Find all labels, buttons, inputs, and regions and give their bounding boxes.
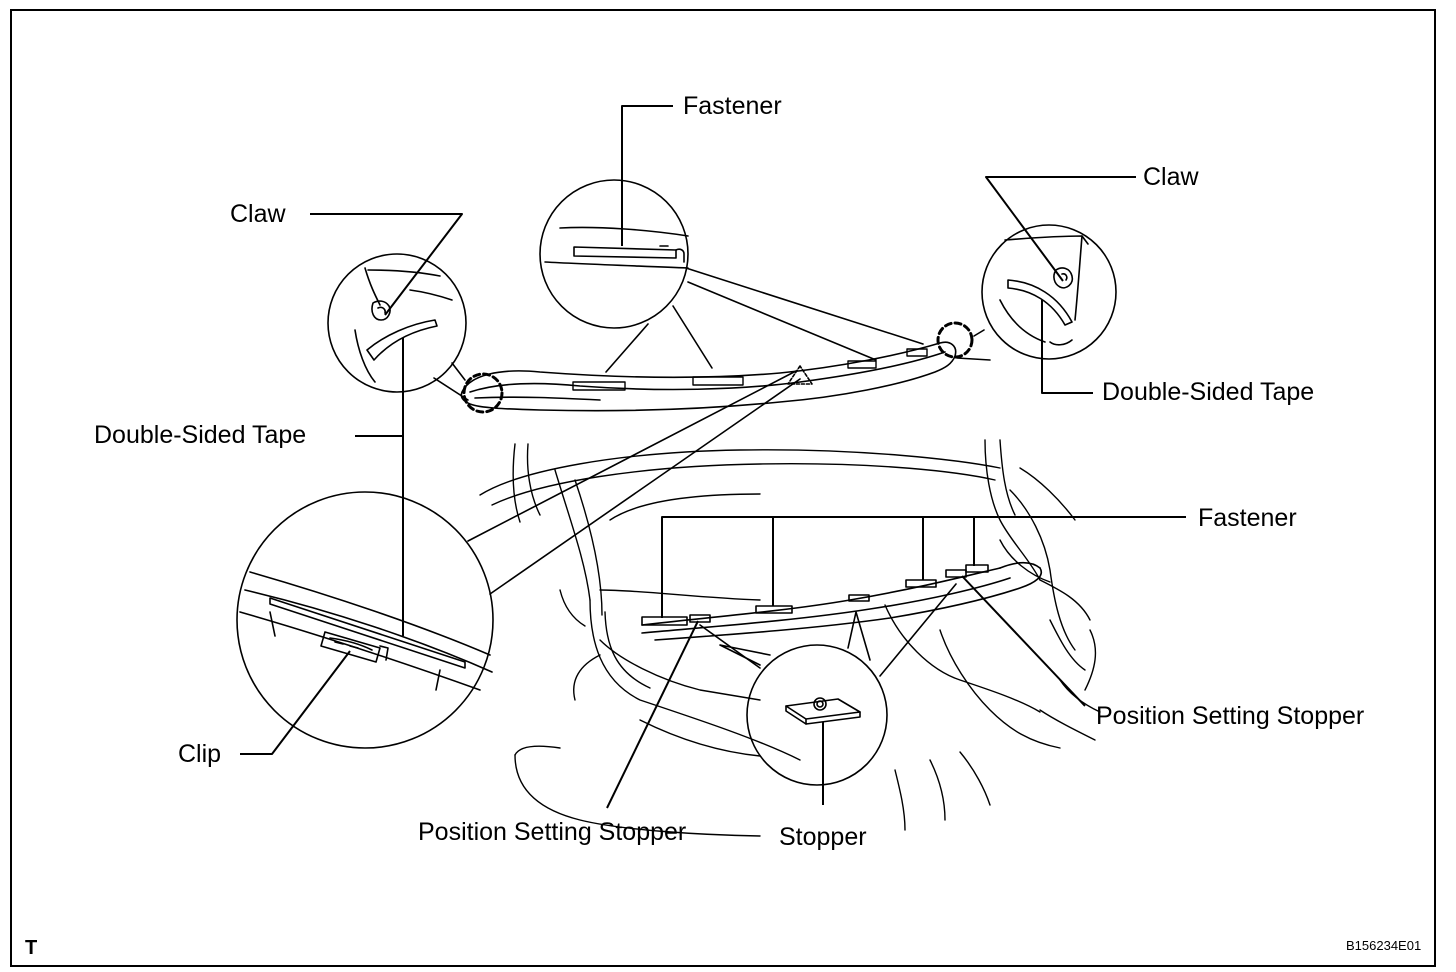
claw-detail-circle-left (327, 253, 467, 393)
label-claw-right: Claw (1143, 163, 1199, 191)
roof-body-outline (479, 439, 1101, 837)
trim-fasteners (572, 348, 928, 391)
label-position-setting-stopper-right: Position Setting Stopper (1096, 702, 1365, 730)
stopper-detail-circle (746, 644, 888, 786)
label-fastener-right: Fastener (1198, 504, 1297, 532)
claw-detail-circle-right (981, 224, 1117, 360)
installed-strip (641, 561, 1042, 641)
leader-lines (240, 105, 1186, 809)
label-claw-left: Claw (230, 200, 286, 228)
label-double-sided-tape-left: Double-Sided Tape (94, 421, 307, 449)
claw-marker-right (936, 321, 974, 359)
corner-mark: T (25, 937, 38, 959)
label-clip: Clip (178, 740, 222, 768)
claw-marker-left (462, 372, 504, 414)
label-position-setting-stopper-bottom: Position Setting Stopper (418, 818, 687, 846)
clip-detail-circle (236, 491, 494, 749)
clip-marker (787, 365, 813, 385)
label-fastener-top: Fastener (683, 92, 782, 120)
figure-code: B156234E01 (1346, 938, 1422, 953)
label-double-sided-tape-right: Double-Sided Tape (1102, 378, 1315, 406)
trim-strip (460, 341, 957, 412)
frame-border (10, 9, 1436, 967)
fastener-detail-circle (539, 179, 689, 329)
label-stopper: Stopper (779, 823, 867, 851)
callout-wedges (433, 267, 991, 677)
